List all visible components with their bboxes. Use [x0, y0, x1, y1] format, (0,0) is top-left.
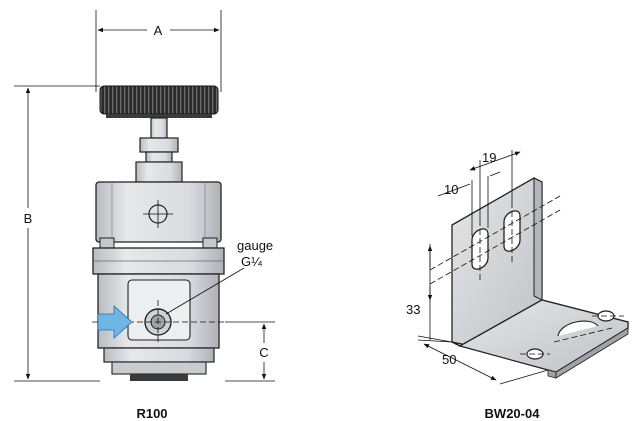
dimension-a-label: A [154, 23, 163, 38]
bracket-drawing: 19 10 33 50 BW20-04 [406, 150, 629, 421]
gauge-thread-label: G¼ [241, 254, 262, 269]
dimension-10: 10 [437, 171, 501, 236]
gauge-callout: gauge G¼ [165, 238, 273, 315]
base-notch [557, 320, 599, 337]
dimension-c: C [225, 321, 275, 382]
dimension-33: 33 [406, 244, 453, 343]
gauge-label: gauge [237, 238, 273, 253]
bottom-fitting [130, 374, 188, 381]
bolt-left [99, 237, 115, 249]
dimension-b-label: B [24, 211, 33, 226]
dimension-10-label: 10 [444, 182, 458, 197]
dimension-b: B [14, 85, 100, 382]
bonnet-neck [145, 151, 173, 163]
adjustment-knob [99, 85, 219, 115]
upper-body [95, 181, 222, 243]
lock-nut [139, 137, 179, 153]
dimension-50: 50 [417, 339, 549, 385]
dimension-c-label: C [259, 345, 268, 360]
knob-base [106, 114, 212, 118]
stem [150, 117, 168, 139]
bottom-cap [111, 361, 207, 375]
r100-drawing: A B [14, 10, 275, 421]
dimension-a: A [95, 10, 222, 92]
dimension-33-label: 33 [406, 302, 420, 317]
inlet-arrow-icon [97, 305, 133, 339]
r100-title: R100 [136, 406, 167, 421]
bracket-title: BW20-04 [485, 406, 541, 421]
bonnet-collar [135, 161, 183, 183]
base-plate [103, 347, 215, 363]
dimension-19-label: 19 [482, 150, 496, 165]
dimension-50-label: 50 [442, 352, 456, 367]
bolt-right [202, 237, 218, 249]
dimension-19: 19 [469, 150, 521, 220]
